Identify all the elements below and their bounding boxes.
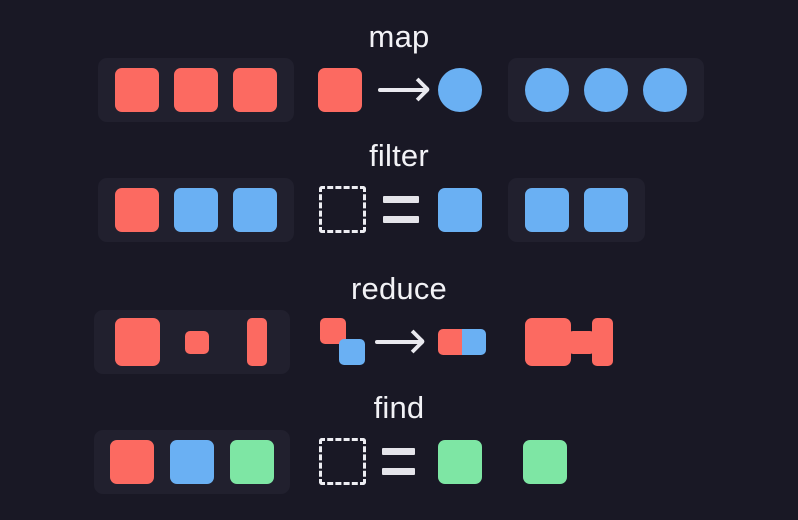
map-input-item-3: [233, 68, 277, 112]
find-input-item-1: [110, 440, 154, 484]
map-transform-source: [318, 68, 362, 112]
map-output-item-2: [584, 68, 628, 112]
reduce-input-item-1: [115, 318, 160, 366]
find-predicate-match: [438, 440, 482, 484]
filter-output-item-1: [525, 188, 569, 232]
row-title-reduce: reduce: [351, 271, 447, 306]
filter-input-item-3: [233, 188, 277, 232]
arrow-right-icon-reduce: [375, 323, 426, 361]
filter-input-item-1: [115, 188, 159, 232]
filter-output-item-2: [584, 188, 628, 232]
row-title-filter: filter: [369, 138, 429, 173]
map-output-item-3: [643, 68, 687, 112]
filter-input-item-2: [174, 188, 218, 232]
reduce-output-part-large: [525, 318, 571, 366]
reduce-input-item-2: [185, 331, 209, 354]
find-predicate-placeholder: [319, 438, 366, 485]
find-input-item-3: [230, 440, 274, 484]
reduce-combined-a: [438, 329, 462, 355]
arrow-right-icon-map: [378, 71, 431, 109]
map-output-item-1: [525, 68, 569, 112]
filter-predicate-placeholder: [319, 186, 366, 233]
row-title-map: map: [368, 19, 430, 54]
reduce-output-part-tall: [592, 318, 613, 366]
reduce-input-item-3: [247, 318, 267, 366]
filter-predicate-match: [438, 188, 482, 232]
map-input-item-2: [174, 68, 218, 112]
find-output-item-1: [523, 440, 567, 484]
equals-icon-filter: [383, 196, 419, 223]
map-transform-target: [438, 68, 482, 112]
equals-icon-find: [382, 448, 415, 475]
map-input-item-1: [115, 68, 159, 112]
find-input-item-2: [170, 440, 214, 484]
reduce-accumulator-b: [339, 339, 365, 365]
reduce-output-part-small: [568, 331, 595, 354]
row-title-find: find: [373, 390, 425, 425]
reduce-combined-b: [462, 329, 486, 355]
